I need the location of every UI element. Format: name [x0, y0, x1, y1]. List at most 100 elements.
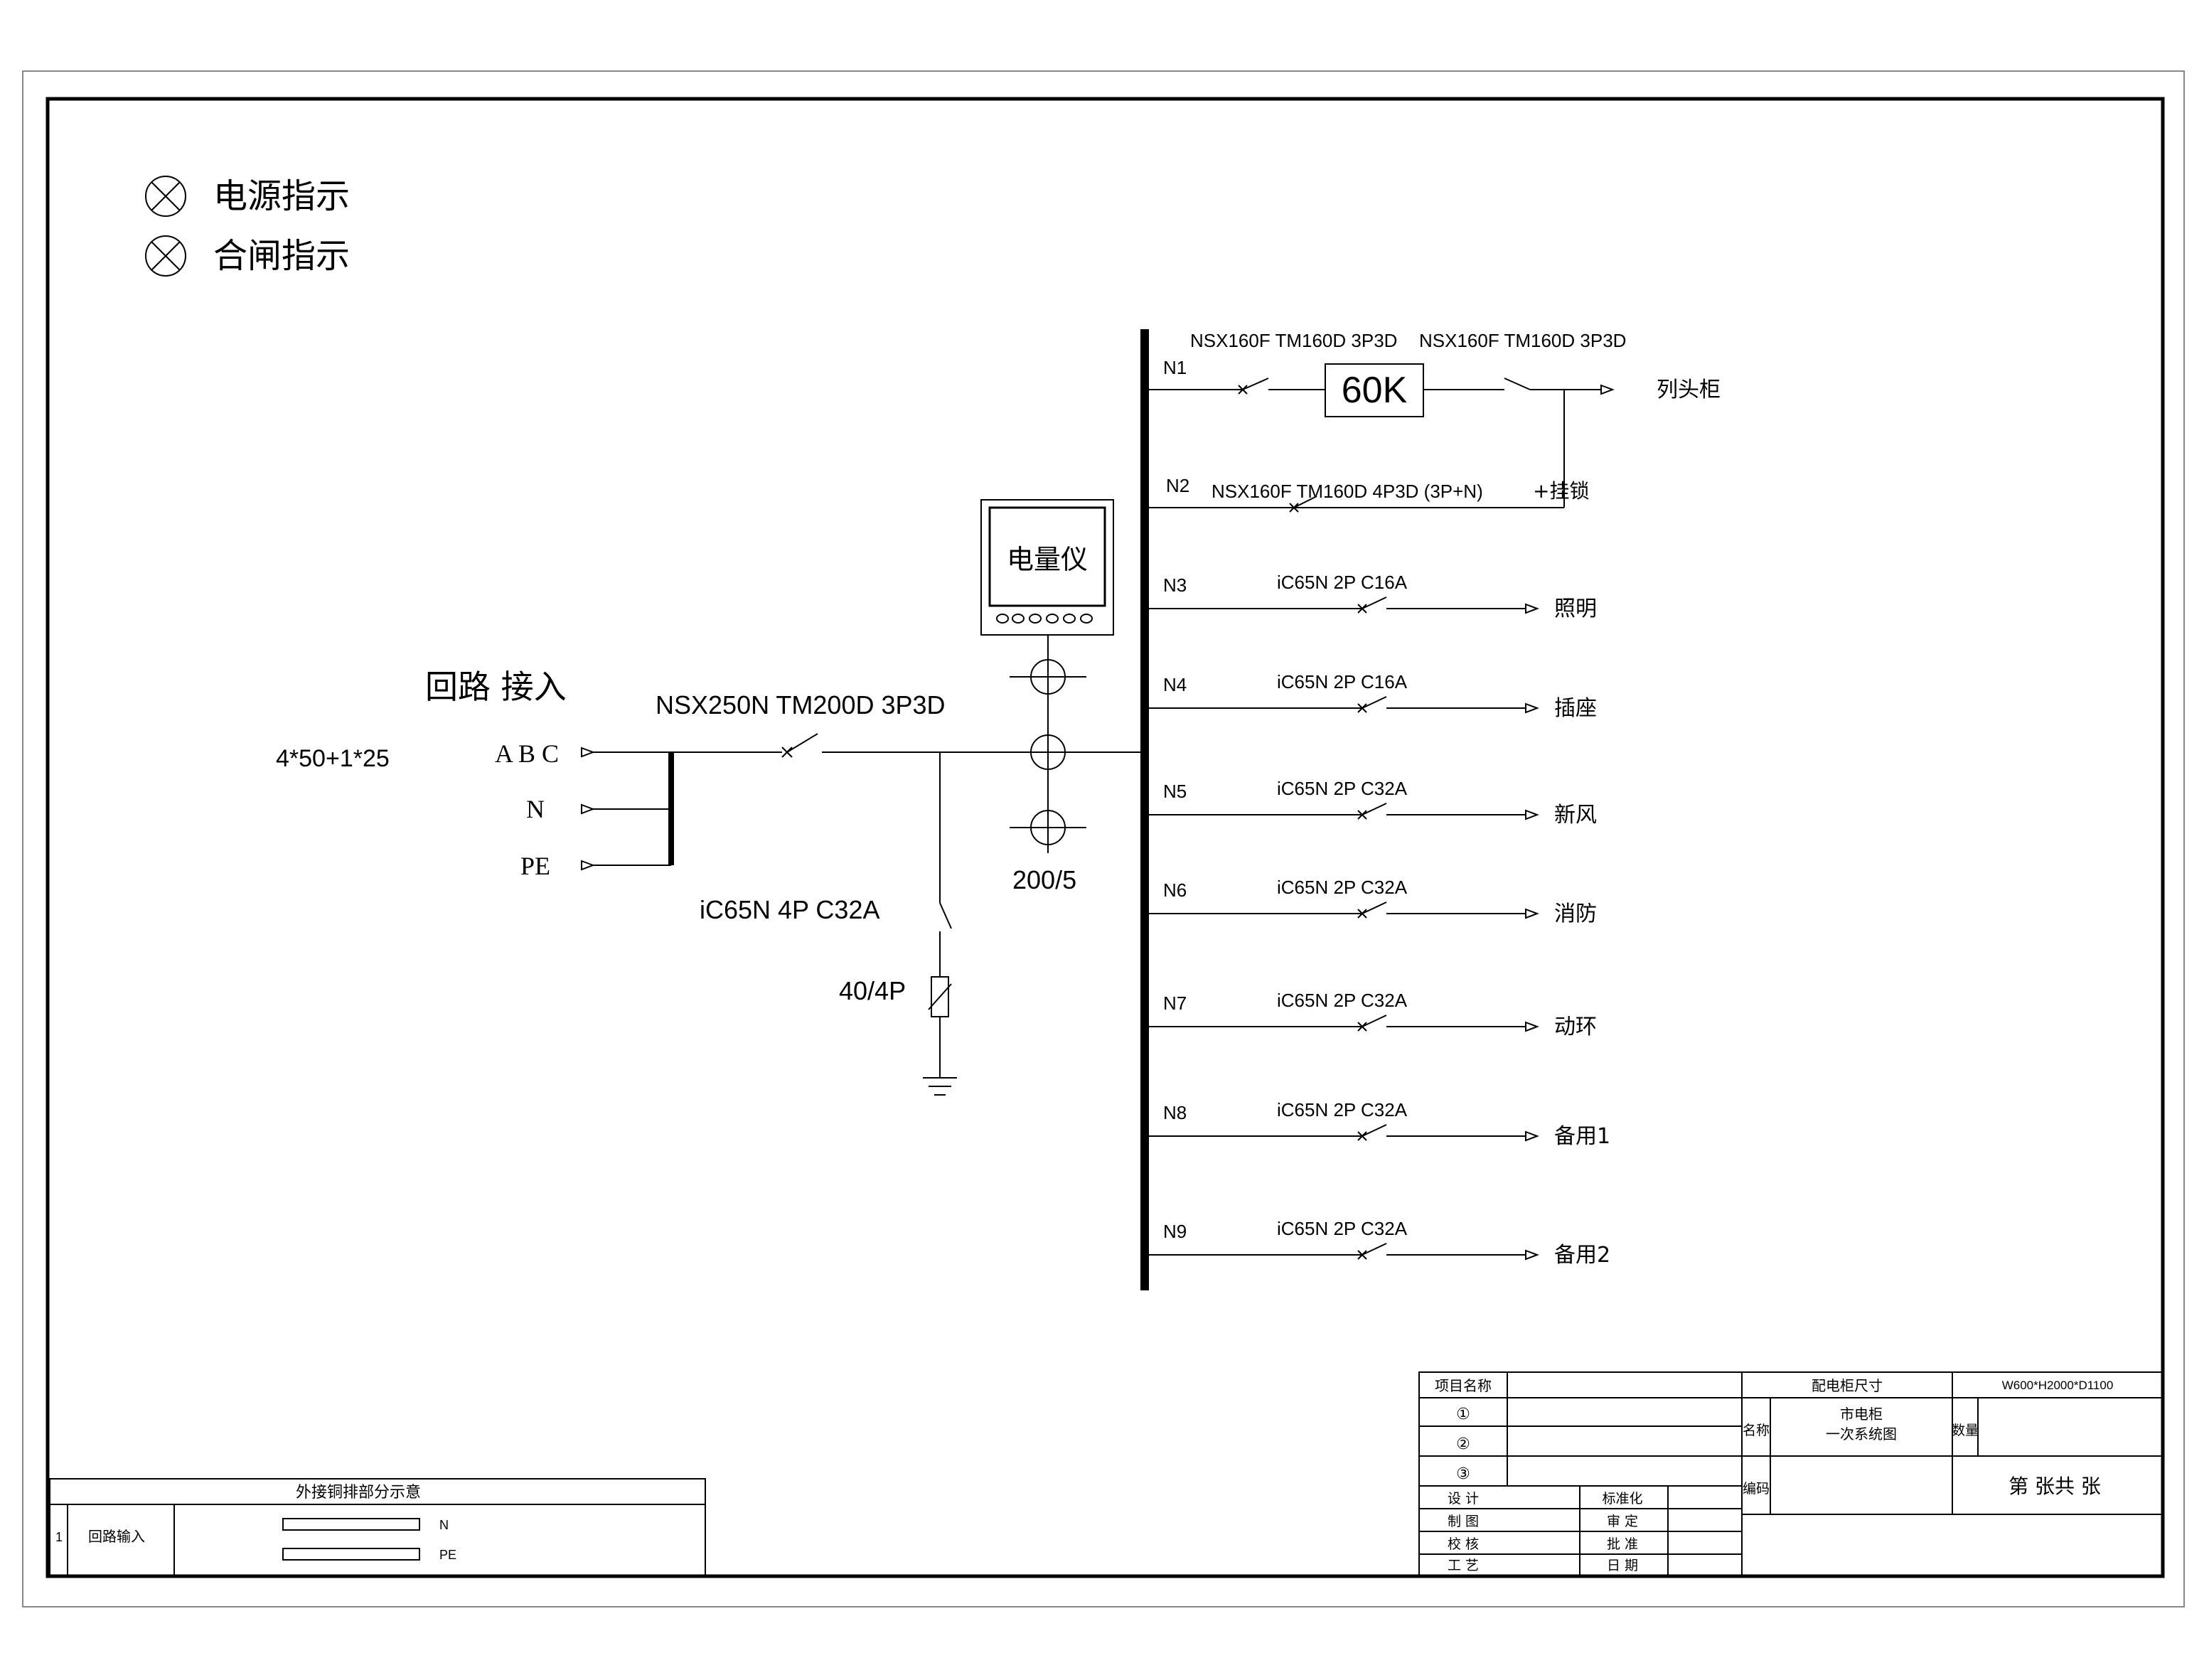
earth-label: PE [520, 852, 550, 880]
feeder-n6: N6 iC65N 2P C32A 消防 [1149, 877, 1597, 926]
feeder-breaker-label: iC65N 2P C32A [1277, 1218, 1408, 1239]
feeder-id: N2 [1166, 475, 1189, 496]
closing-indicator: 合闸指示 [145, 235, 350, 277]
designer-label: 设 计 [1448, 1491, 1479, 1507]
drafter-label: 制 图 [1448, 1514, 1479, 1529]
indicator-lamp-icon [145, 235, 186, 277]
feeder-n1-wiring [1149, 363, 1615, 513]
feeder-breaker-label: iC65N 2P C32A [1277, 1099, 1408, 1120]
feeder-n2: N2 NSX160F TM160D 4P3D (3P+N) +挂锁 [1166, 475, 1589, 503]
feeder-load-label: 照明 [1554, 596, 1597, 621]
busbar-row-no: 1 [55, 1530, 63, 1544]
revision-1: ① [1456, 1406, 1470, 1423]
revision-3: ③ [1456, 1465, 1470, 1483]
date-label: 日 期 [1607, 1558, 1638, 1573]
feeder-id: N8 [1163, 1102, 1187, 1123]
feeder-wiring [1149, 901, 1539, 919]
busbar-table-title: 外接铜排部分示意 [296, 1484, 421, 1502]
feeder-id: N5 [1163, 781, 1187, 802]
inner-frame [46, 97, 2165, 1578]
current-transformers [1010, 635, 1086, 853]
spd-branch [923, 752, 957, 1096]
feeder-load-label: 备用1 [1554, 1124, 1610, 1149]
feeder-n9: N9 iC65N 2P C32A 备用2 [1149, 1218, 1610, 1268]
approve-label: 批 准 [1607, 1536, 1638, 1552]
feeder-n5: N5 iC65N 2P C32A 新风 [1149, 778, 1597, 828]
feeder-load-label: 插座 [1554, 696, 1597, 721]
interlock-label: 60K [1342, 370, 1408, 411]
busbar-table: 外接铜排部分示意 1 回路输入 N PE [49, 1478, 706, 1576]
feeder-breaker-label: iC65N 2P C32A [1277, 990, 1408, 1011]
feeder-breaker2-label: NSX160F TM160D 3P3D [1419, 330, 1626, 351]
feeder-wiring [1149, 1015, 1539, 1032]
spd-breaker-label: iC65N 4P C32A [700, 895, 879, 924]
feeder-breaker-label: iC65N 2P C32A [1277, 877, 1408, 898]
feeder-load-label: 列头柜 [1657, 378, 1721, 402]
incoming-terminals [581, 747, 782, 871]
small-feeders: N3 iC65N 2P C16A 照明 N4 iC65N 2P C16A 插座 N5 iC65… [1149, 572, 1610, 1268]
incoming-title: 回路 接入 [425, 668, 567, 706]
feeder-n1: N1 NSX160F TM160D 3P3D NSX160F TM160D 3P… [1149, 330, 1721, 513]
feeder-n3: N3 iC65N 2P C16A 照明 [1149, 572, 1597, 621]
feeder-id: N7 [1163, 993, 1187, 1014]
feeder-breaker-label: iC65N 2P C32A [1277, 778, 1408, 799]
meter-label: 电量仪 [1007, 544, 1088, 575]
sheet-label: 第 张共 张 [2009, 1475, 2101, 1498]
spd-label: 40/4P [839, 976, 906, 1005]
padlock-label: +挂锁 [1533, 479, 1589, 503]
feeder-id: N4 [1163, 674, 1187, 695]
review-label: 审 定 [1607, 1514, 1638, 1529]
phase-abc-label: A B C [495, 739, 559, 768]
power-indicator: 电源指示 [145, 176, 350, 217]
feeder-load-label: 消防 [1554, 901, 1597, 926]
feeder-wiring [1149, 803, 1539, 820]
code-label: 编码 [1743, 1481, 1770, 1497]
busbar-n-label: N [439, 1518, 449, 1532]
feeder-wiring [1149, 696, 1539, 714]
feeder-wiring [1149, 1243, 1539, 1261]
feeder-wiring [1149, 596, 1539, 614]
name-label: 名称 [1743, 1423, 1770, 1438]
drawing-name-line2: 一次系统图 [1826, 1425, 1897, 1443]
feeder-wiring [1149, 1124, 1539, 1142]
standardization-label: 标准化 [1602, 1491, 1642, 1507]
title-block: 项目名称 ① ② ③ 设 计 制 图 校 核 工 艺 标准化 审 定 批 准 日… [1418, 1371, 2163, 1576]
feeder-id: N3 [1163, 574, 1187, 596]
feeder-breaker-label: NSX160F TM160D 4P3D (3P+N) [1212, 481, 1483, 502]
main-breaker-icon [781, 733, 1142, 758]
cabinet-size-label: 配电柜尺寸 [1812, 1377, 1883, 1394]
meter-display [988, 506, 1106, 607]
meter-buttons [996, 614, 1093, 624]
feeder-breaker-label: NSX160F TM160D 3P3D [1190, 330, 1397, 351]
feeder-n7: N7 iC65N 2P C32A 动环 [1149, 990, 1597, 1039]
cabinet-size-value: W600*H2000*D1100 [2002, 1379, 2114, 1392]
quantity-label: 数量 [1952, 1423, 1979, 1438]
incoming-cable-spec: 4*50+1*25 [276, 745, 390, 772]
checker-label: 校 核 [1448, 1536, 1479, 1552]
feeder-id: N6 [1163, 879, 1187, 901]
feeder-id: N9 [1163, 1221, 1187, 1242]
ct-ratio-label: 200/5 [1012, 865, 1076, 894]
power-indicator-label: 电源指示 [213, 176, 350, 216]
indicator-lamp-icon [145, 176, 186, 217]
feeder-breaker-label: iC65N 2P C16A [1277, 572, 1408, 593]
outer-frame [22, 70, 2185, 1607]
feeder-breaker-label: iC65N 2P C16A [1277, 671, 1408, 692]
feeder-load-label: 备用2 [1554, 1243, 1610, 1268]
process-label: 工 艺 [1448, 1558, 1479, 1573]
drawing-name-line1: 市电柜 [1840, 1406, 1883, 1423]
feeder-id: N1 [1163, 357, 1187, 378]
project-name-label: 项目名称 [1435, 1377, 1492, 1394]
busbar-row-name: 回路输入 [88, 1528, 145, 1545]
feeder-load-label: 新风 [1554, 803, 1597, 828]
power-meter: 电量仪 [980, 499, 1114, 636]
closing-indicator-label: 合闸指示 [213, 236, 350, 276]
busbar-pe-label: PE [439, 1548, 456, 1562]
feeder-load-label: 动环 [1554, 1015, 1597, 1039]
feeder-n4: N4 iC65N 2P C16A 插座 [1149, 671, 1597, 721]
feeder-n8: N8 iC65N 2P C32A 备用1 [1149, 1099, 1610, 1149]
revision-2: ② [1456, 1435, 1470, 1453]
neutral-label: N [526, 795, 545, 823]
main-breaker-label: NSX250N TM200D 3P3D [656, 690, 946, 719]
